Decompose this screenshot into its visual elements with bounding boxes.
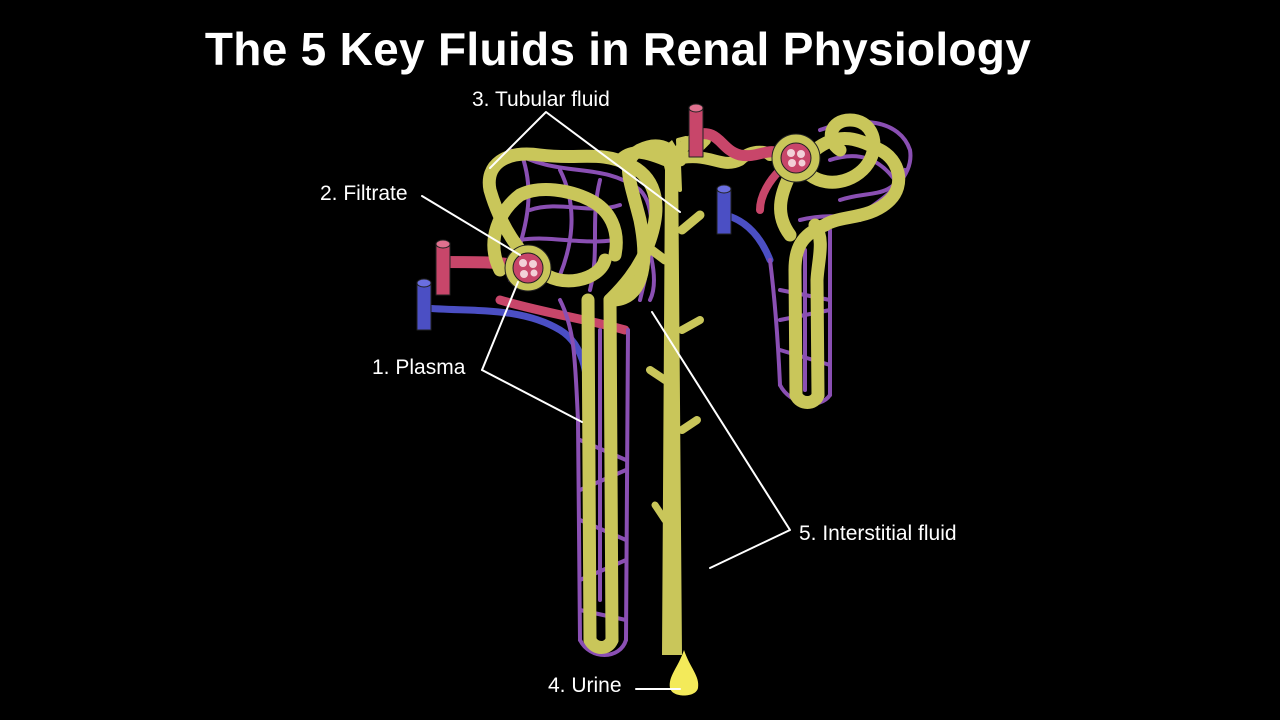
leader-plasma-2 — [481, 369, 583, 423]
leader-filtrate — [421, 195, 521, 256]
right-glomerulus — [771, 133, 821, 183]
leader-interstitial-fluid — [651, 311, 791, 569]
left-tubule — [482, 139, 687, 654]
leader-plasma — [481, 281, 519, 371]
label-interstitial-fluid: 5. Interstitial fluid — [799, 522, 957, 545]
label-urine: 4. Urine — [548, 674, 622, 697]
left-glomerulus — [504, 244, 552, 292]
right-tubule — [774, 113, 906, 409]
urine-drop-icon — [669, 650, 699, 696]
label-plasma: 1. Plasma — [372, 356, 466, 379]
leader-lines — [421, 111, 791, 690]
right-venule — [716, 184, 774, 264]
leader-tubular-fluid — [489, 111, 681, 213]
page-title: The 5 Key Fluids in Renal Physiology — [204, 23, 1032, 75]
label-filtrate: 2. Filtrate — [320, 182, 408, 205]
right-arteriole — [688, 103, 784, 214]
left-capillaries — [508, 148, 656, 657]
label-tubular-fluid: 3. Tubular fluid — [472, 88, 610, 111]
